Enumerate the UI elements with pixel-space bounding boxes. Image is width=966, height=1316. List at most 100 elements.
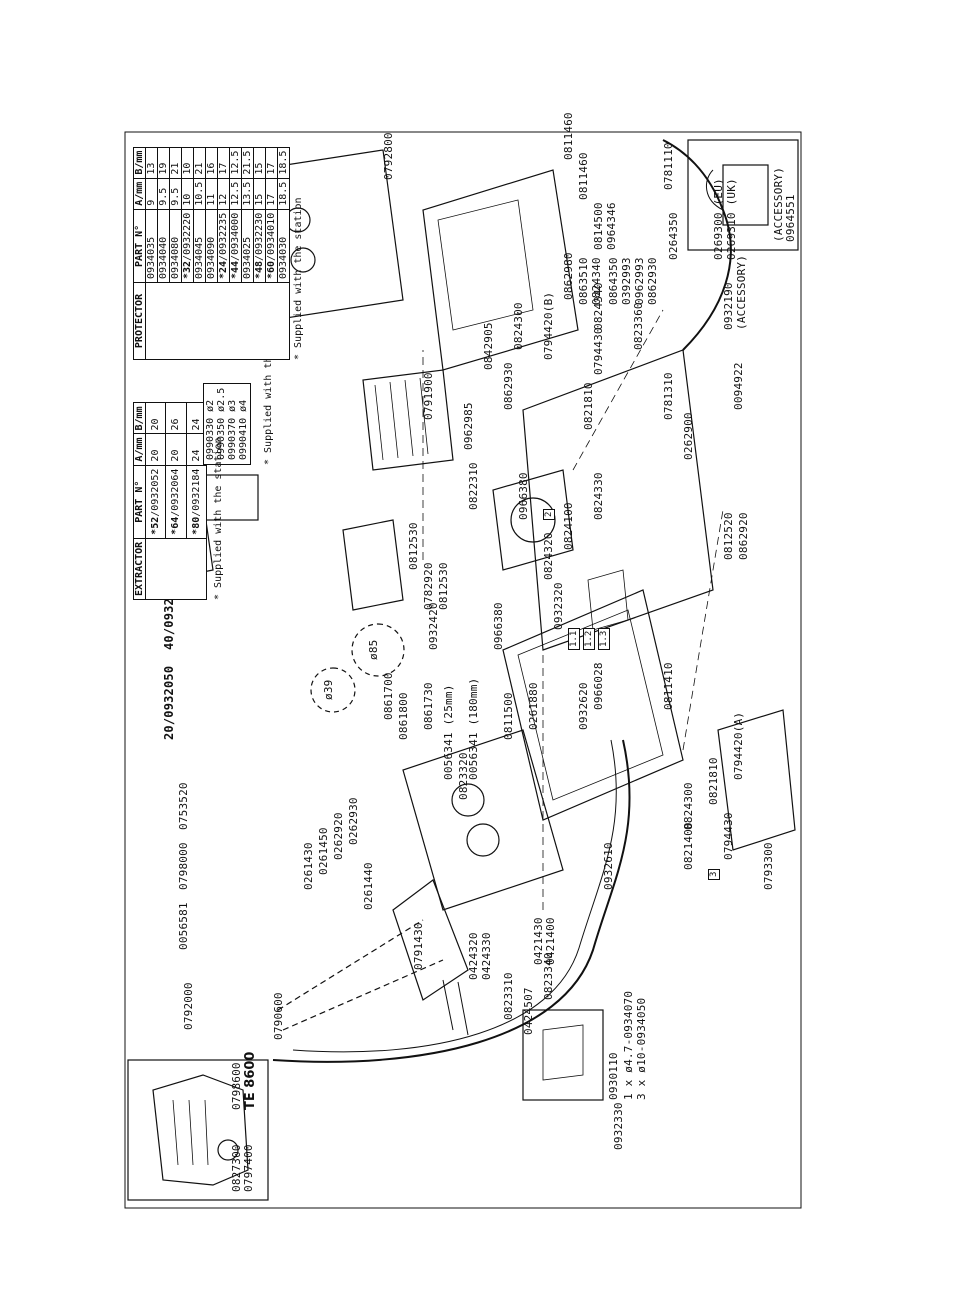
cell-b: 20 xyxy=(145,402,166,434)
nozzle-list-box: 0990330 ø2 0990350 ø2.5 0990370 ø3 09904… xyxy=(203,382,251,465)
part-label: 0824100 xyxy=(562,502,575,550)
part-label: 0964346 xyxy=(605,202,618,250)
cord-label: 0269310 (UK) xyxy=(725,178,738,260)
cord-label: 0269300 (EU) xyxy=(712,178,725,260)
part-label: 0932330 xyxy=(612,1102,625,1150)
cell-star: *44 xyxy=(230,260,241,279)
cell-part: 0934040 xyxy=(158,236,169,279)
part-label: 0264350 xyxy=(667,212,680,260)
cell-b: 17 xyxy=(265,147,278,179)
cell-part: /0932235 xyxy=(218,212,229,261)
cell-star: *64 xyxy=(170,516,182,535)
part-label: 0863510 xyxy=(577,257,590,305)
pedal-label: 0964551 xyxy=(784,194,797,242)
part-label: 0862980 xyxy=(562,252,575,300)
cell-b: 12.5 xyxy=(229,147,242,179)
part-label: 0261440 xyxy=(362,862,375,910)
cell-a: 11 xyxy=(205,178,218,210)
part-label: 0261430 xyxy=(302,842,315,890)
part-label: 0793300 xyxy=(762,842,775,890)
part-label: 0261880 xyxy=(527,682,540,730)
part-label: 0842905 xyxy=(482,322,495,370)
part-label: 0812530 xyxy=(407,522,420,570)
cell-b: 21 xyxy=(193,147,206,179)
heater-assembly xyxy=(342,519,404,611)
part-label: 0864350 xyxy=(607,257,620,305)
cell-star: *80 xyxy=(190,516,202,535)
table-row: *52/0932052 20 20 xyxy=(145,402,207,600)
part-label: 0261450 xyxy=(317,827,330,875)
cell-b: 10 xyxy=(181,147,194,179)
table-header: A/mm xyxy=(133,178,146,210)
drawing-sheet: 0827300 0797400 0798600 TE 8600 0792000 … xyxy=(123,112,803,1210)
part-label: 0824300 xyxy=(512,302,525,350)
cable-length-label: 0056341 (25mm) xyxy=(442,684,455,780)
cell-part: /0932220 xyxy=(182,212,193,261)
part-label: 0932320 xyxy=(552,582,565,630)
nozzle-line: 0990410 ø4 xyxy=(238,399,249,460)
part-label: 0862920 xyxy=(737,512,750,560)
part-label: 0792000 xyxy=(182,982,195,1030)
cell-part: /0932230 xyxy=(254,212,265,261)
cell-a: 12 xyxy=(217,178,230,210)
part-label: 0782920 xyxy=(422,562,435,610)
cell-part: 0934080 xyxy=(170,236,181,279)
cell-a: 20 xyxy=(145,433,166,466)
cell-b: 21.5 xyxy=(241,147,254,179)
kit-box xyxy=(522,1009,604,1101)
callout-box: 2 xyxy=(543,508,555,520)
model-part: 0798600 xyxy=(230,1062,243,1110)
cell-b: 15 xyxy=(253,147,266,179)
part-label: 0811410 xyxy=(662,662,675,710)
part-label: 0424320 xyxy=(467,932,480,980)
part-label: 0812520 xyxy=(722,512,735,560)
top-cover xyxy=(422,169,579,371)
callout-box: 1.3 xyxy=(598,627,610,650)
part-label: 0094922 xyxy=(732,362,745,410)
part-label: 0811500 xyxy=(502,692,515,740)
part-label: 0823360 xyxy=(632,302,645,350)
part-label: 0794420(A) xyxy=(732,711,745,780)
main-hose xyxy=(272,739,631,1063)
cell-part: /0932052 xyxy=(150,468,162,517)
part-label: 0824300 xyxy=(682,782,695,830)
kit-line: 3 x ø10-0934050 xyxy=(635,997,648,1100)
part-label: 0823310 xyxy=(502,972,515,1020)
part-label: 0862930 xyxy=(646,257,659,305)
table-header: PART N° xyxy=(133,209,146,283)
part-label: 0821810 xyxy=(582,382,595,430)
cell-a: 15 xyxy=(253,178,266,210)
part-label: 0790600 xyxy=(272,992,285,1040)
pedal-box xyxy=(687,139,799,251)
part-label: 0824320 xyxy=(542,532,555,580)
hose-label: 20/0932050 xyxy=(162,665,176,740)
cell-star: *24 xyxy=(218,260,229,279)
cell-a: 17 xyxy=(265,178,278,210)
part-label: 0421400 xyxy=(544,917,557,965)
model-box xyxy=(127,1059,269,1201)
table-header: EXTRACTOR xyxy=(133,538,146,600)
part-label: 0861700 xyxy=(382,672,395,720)
part-label: 0862930 xyxy=(502,362,515,410)
part-label: 0794420(B) xyxy=(542,291,555,360)
part-label: 0962993 xyxy=(633,257,646,305)
cell-star: *60 xyxy=(266,260,277,279)
transformer xyxy=(362,369,454,471)
nozzle-outline-85 xyxy=(351,623,405,677)
cell-b: 13 xyxy=(145,147,158,179)
cell-part: 0934025 xyxy=(242,236,253,279)
part-label: 0424330 xyxy=(480,932,493,980)
part-label: 0966380 xyxy=(517,472,530,520)
sheet-frame xyxy=(124,131,802,1209)
part-label: 0932620 xyxy=(577,682,590,730)
part-label: 0932610 xyxy=(602,842,615,890)
table-header: B/mm xyxy=(133,147,146,179)
cell-a: 10.5 xyxy=(193,178,206,210)
table-header: PART N° xyxy=(133,465,146,539)
part-label: 0262900 xyxy=(682,412,695,460)
hose-size: ø85 xyxy=(367,639,380,660)
main-case xyxy=(502,589,684,821)
table-header: A/mm xyxy=(133,433,146,466)
hose-size: ø39 xyxy=(322,679,335,700)
